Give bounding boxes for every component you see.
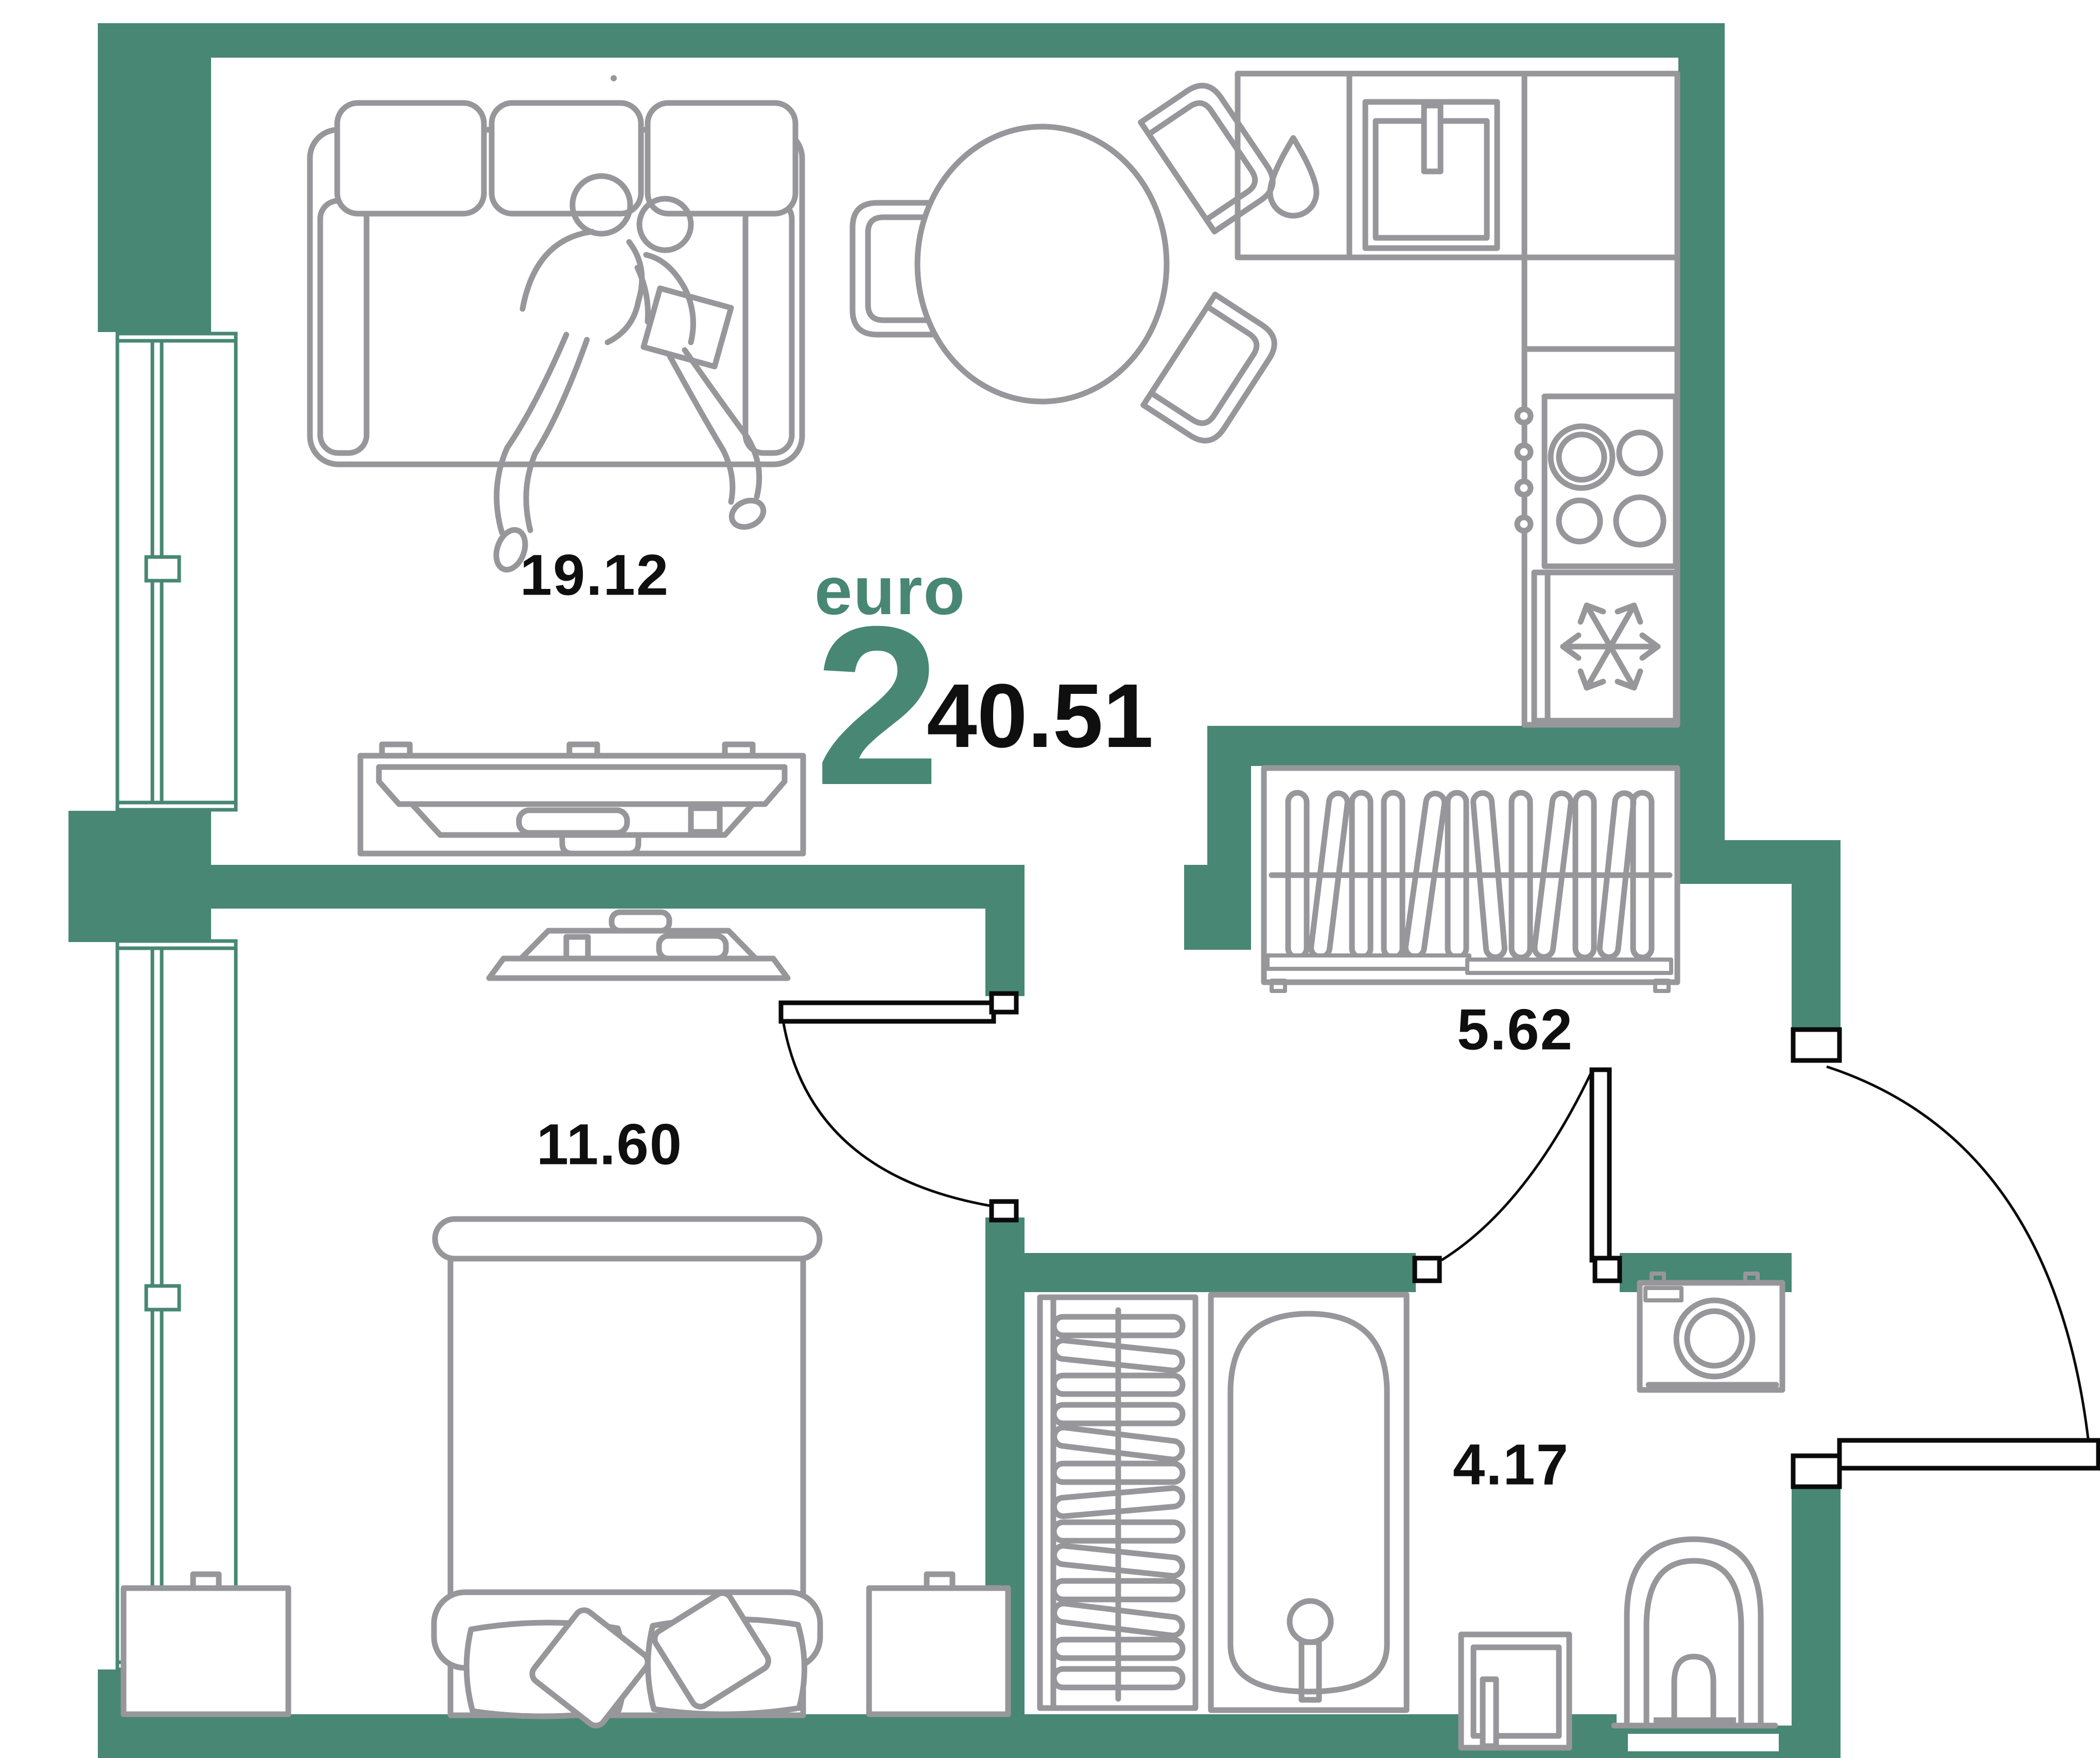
bedroom-door [778,991,1019,1223]
washing-machine [1637,1272,1785,1393]
stove-knob [1514,478,1534,498]
stove-knob [1514,406,1534,426]
room-area-label-living: 19.12 [519,543,670,607]
room-area-label-bedroom: 11.60 [536,1112,683,1177]
window-sash-handle [144,1284,181,1312]
sofa-armrest [317,198,370,456]
bath-wardrobe [1037,1294,1199,1711]
hall-wardrobe [1261,765,1680,993]
sofa-cushion [489,100,644,217]
sofa-cushion [645,100,799,217]
tv-bedroom [486,909,791,981]
duct-niche [1628,1734,1779,1751]
faucet [1421,102,1444,175]
room-area-label-bathroom: 4.17 [1453,1432,1569,1497]
plan-dot [611,75,617,81]
dining-table [914,124,1170,405]
door-hinge [989,1199,1019,1223]
door-leaf [1589,1067,1612,1263]
bed-footboard [432,1216,823,1262]
unit-type-label: euro [814,553,966,629]
detergent-drawer [1643,1286,1684,1302]
door-hinge [1791,1027,1842,1063]
unit-rooms-count: 2 [814,580,941,832]
dining-chair [1140,291,1277,444]
decor-pillow [529,1607,651,1729]
sofa [307,100,805,467]
door-hinge [1412,1256,1442,1283]
window-living [115,332,238,812]
kitchen-sink [1362,99,1500,251]
stove-knob [1514,442,1534,462]
entry-door [1791,1027,2100,1489]
sofa-armrest [742,198,795,456]
bed [431,1216,823,1729]
nightstand-right [866,1571,1011,1717]
washer-drum [1673,1297,1756,1380]
door-hinge [1592,1256,1622,1283]
sofa-cushion [334,100,487,217]
window-bedroom [115,939,238,1672]
fridge [1531,569,1679,724]
tv-console-living [357,741,806,857]
door-hinge [989,991,1019,1015]
bathtub [1208,1292,1410,1713]
unit-total-area: 40.51 [927,666,1154,767]
sink-vanity [1458,1631,1572,1751]
bathroom-door [1412,1067,1622,1283]
nightstand-left [120,1571,291,1717]
pedestal-basin [1611,1536,1778,1729]
snowflake-icon [1560,602,1661,691]
room-area-label-hallway: 5.62 [1457,997,1573,1062]
window-sash-handle [144,555,181,583]
water-drop-icon [1267,135,1320,219]
door-leaf [778,1000,996,1024]
stove [1514,393,1679,569]
couple-reading [493,173,767,573]
dining-chair [1138,82,1276,235]
stove-knob [1514,514,1534,534]
door-leaf [1837,1438,2100,1471]
decor-pillow [652,1590,771,1710]
laptop [640,285,734,370]
door-hinge [1791,1453,1842,1489]
